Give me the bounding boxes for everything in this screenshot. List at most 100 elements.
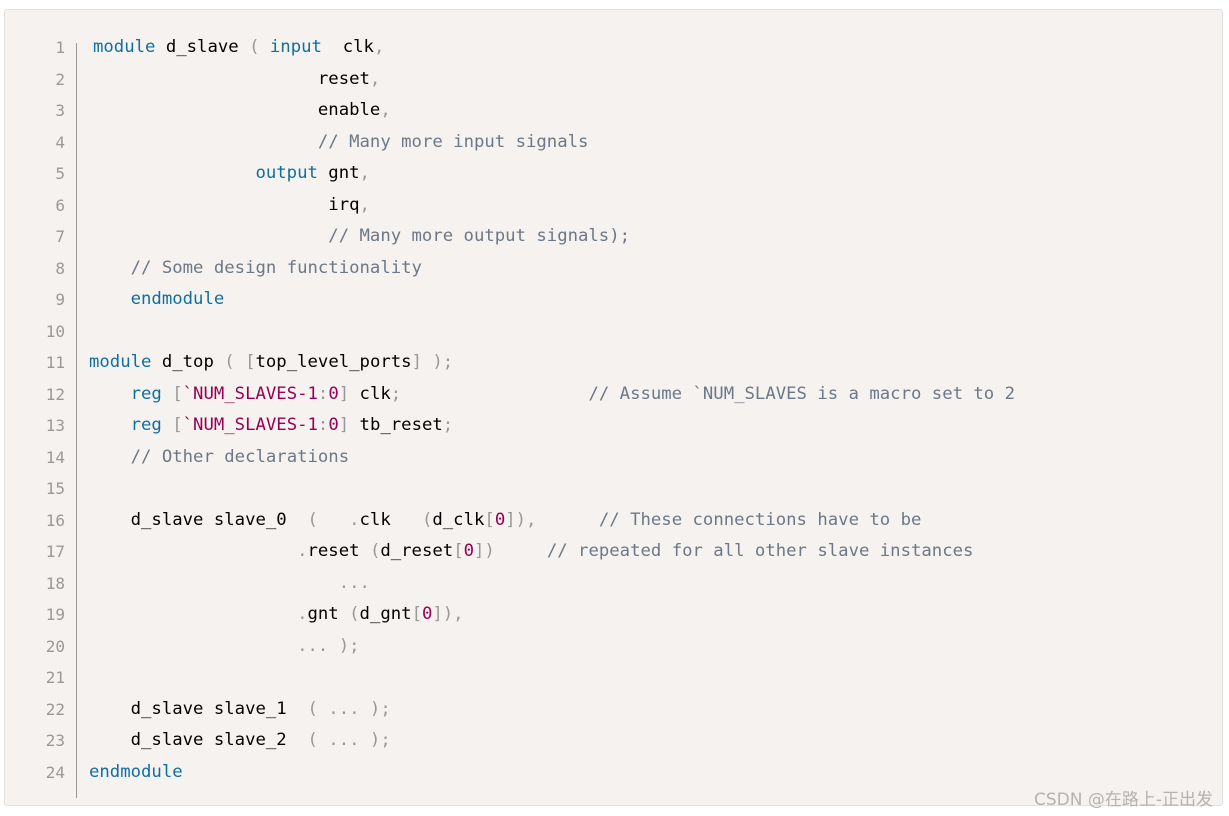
line-code: module d_top ( [top_level_ports] ); [89,347,453,378]
line-number: 23 [45,731,65,750]
line-code: output gnt, [89,158,369,189]
code-token: ... ); [297,635,360,656]
code-token [162,384,172,404]
gutter-divider [76,43,77,798]
code-token: d_top [151,352,225,372]
code-token: d_clk [432,509,485,530]
code-token: [ [172,415,183,435]
code-token: clk [349,383,391,404]
code-token: , [359,194,370,215]
line-code: d_slave slave_2 ( ... ); [89,725,391,756]
line-code: // Many more input signals [89,127,589,158]
line-code: // Many more output signals); [89,221,630,252]
code-token: ] [338,415,350,435]
line-number: 14 [45,447,65,467]
line-code: d_slave slave_0 ( .clk (d_clk[0]), // Th… [89,505,922,536]
line-number: 2 [55,69,65,89]
code-token [89,573,339,593]
code-token: reg [130,415,162,435]
code-token: ] [338,383,350,404]
code-token [89,636,297,656]
line-code: endmodule [89,284,225,315]
code-token: d_slave slave_1 [89,698,308,719]
code-token [259,37,269,57]
code-token: d_gnt [359,604,412,624]
code-token: endmodule [89,761,183,782]
code-token: // Other declarations [130,446,350,467]
code-token: enable [89,100,381,120]
code-token: [ [453,541,464,561]
code-token: reg [130,383,162,404]
code-token [89,415,131,435]
code-token: [ [484,509,495,530]
code-token: [ [411,604,422,624]
code-token [89,226,328,246]
code-token: ; [442,415,454,435]
line-code: .reset (d_reset[0]) // repeated for all … [89,536,973,567]
line-number: 19 [45,605,65,624]
line-number: 24 [45,762,65,782]
line-number: 22 [45,699,65,719]
code-token: ] [411,352,422,372]
code-token: : [317,383,329,404]
code-token: input [269,37,322,57]
line-code: module d_slave ( input clk, [93,32,384,63]
code-token: // Some design functionality [130,257,422,278]
code-token: . [297,604,308,624]
code-token: ( [349,604,360,624]
line-code: // Other declarations [89,442,350,473]
code-token: d_slave [155,37,250,57]
code-token: . [349,509,360,530]
line-code: reg [`NUM_SLAVES-1:0] clk; // Assume `NU… [89,379,1015,410]
line-code: // Some design functionality [89,253,422,284]
code-token [89,258,131,278]
line-number: 3 [55,101,65,120]
code-token: ( [224,352,235,372]
code-token: 0 [328,415,339,435]
code-token: ( ... ); [307,698,391,719]
code-token: clk [321,37,374,57]
csdn-watermark: CSDN @在路上-正出发 [1033,790,1213,810]
line-number: 12 [45,384,65,404]
code-token: tb_reset [349,415,443,435]
code-token [89,384,131,404]
line-number: 20 [45,636,65,656]
line-code: irq, [89,190,370,221]
code-token: ( ... ); [307,730,391,750]
line-code: .gnt (d_gnt[0]), [89,599,464,630]
code-token [89,541,297,561]
line-number: 18 [45,573,65,593]
line-code: reg [`NUM_SLAVES-1:0] tb_reset; [89,410,454,441]
code-token: // repeated for all other slave instance… [546,541,974,561]
code-token [235,352,245,372]
code-token: endmodule [130,289,225,309]
code-token: irq [89,194,360,215]
code-token [89,132,318,152]
line-code: ... ); [89,631,360,662]
code-token [422,352,432,372]
code-token: gnt [317,163,360,183]
code-token: ( [369,541,381,561]
code-token: d_reset [380,541,454,561]
code-token: ( [421,509,433,530]
code-token [89,289,131,309]
line-number: 9 [55,290,65,309]
code-token: module [93,37,156,57]
code-token [89,447,131,467]
code-token: d_slave slave_2 [89,730,308,750]
line-number: 13 [45,416,65,435]
line-number: 10 [45,321,65,341]
code-token: [ [172,383,183,404]
code-token: // Many more input signals [317,131,589,152]
code-token: // These connections have to be [598,509,922,530]
code-token: 0 [494,509,506,530]
code-token [162,415,172,435]
line-number: 17 [45,542,65,561]
code-token: d_slave slave_0 [89,509,308,530]
line-number: 7 [55,227,65,246]
line-code: reset, [89,64,380,95]
code-token: reset [307,541,370,561]
code-token [89,604,297,624]
code-token: output [255,163,318,183]
